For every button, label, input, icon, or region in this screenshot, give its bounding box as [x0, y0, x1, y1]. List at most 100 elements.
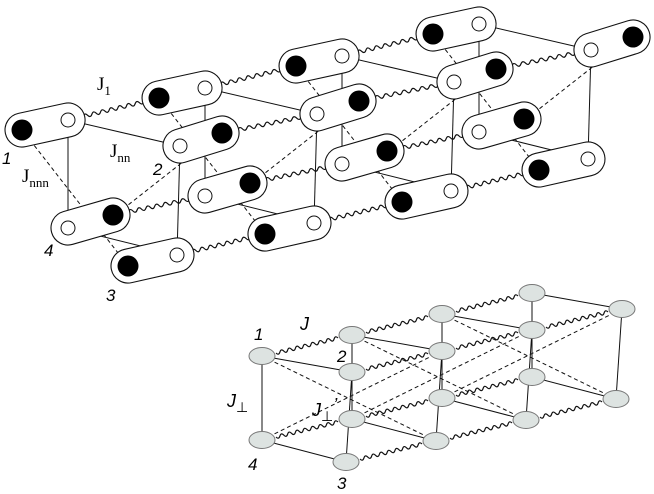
bottom-wavy-bonds	[275, 294, 609, 461]
dimer	[521, 141, 606, 188]
spin-site	[428, 389, 456, 407]
open-spin	[309, 106, 325, 122]
solid-bond	[441, 397, 527, 421]
filled-spin	[211, 122, 233, 144]
dimer-bond	[436, 51, 514, 100]
wavy-bond	[232, 114, 307, 133]
solid-bond	[531, 376, 617, 400]
filled-spin	[348, 90, 370, 112]
dashed-bond	[351, 334, 527, 421]
j1-label: J1	[97, 74, 111, 98]
open-spin	[334, 48, 350, 64]
dimer	[573, 19, 651, 68]
spin-site	[332, 453, 360, 471]
bottom-site-number-4: 4	[248, 455, 257, 474]
spin-site	[248, 347, 276, 365]
dimer	[384, 173, 469, 220]
spin-site	[248, 431, 276, 449]
top-dimer-lattice: J1 Jnn Jnnn 1 2 3 4	[2, 6, 651, 305]
dimer	[4, 102, 86, 148]
jperp-label: J⊥	[226, 391, 248, 415]
dimer	[278, 38, 360, 84]
dashed-bond	[261, 355, 437, 442]
wavy-bond	[455, 294, 519, 313]
wavy-bond	[187, 234, 255, 255]
dimer	[187, 165, 268, 214]
spin-site	[428, 342, 456, 360]
bottom-sites	[248, 284, 636, 471]
spin-site	[518, 368, 546, 386]
bottom-spin-lattice: J J⊥ J⊥’ 1 2 3 4	[226, 284, 636, 493]
open-spin	[60, 112, 76, 128]
top-wavy-bonds	[78, 34, 581, 255]
solid-bond	[261, 355, 353, 373]
spin-site	[518, 284, 546, 302]
filled-spin	[513, 108, 535, 130]
top-site-number-3: 3	[106, 286, 116, 305]
solid-bond	[67, 119, 181, 147]
spin-site	[422, 432, 450, 450]
top-dimers	[4, 6, 651, 284]
spin-site	[428, 305, 456, 323]
wavy-bond	[506, 50, 581, 69]
wavy-bond	[369, 82, 444, 101]
open-spin	[172, 138, 188, 154]
dimer	[299, 83, 377, 132]
filled-spin	[391, 191, 413, 213]
top-site-number-2: 2	[152, 160, 163, 179]
wavy-bond	[215, 66, 286, 88]
wavy-bond	[455, 378, 519, 397]
wavy-bond	[365, 352, 429, 371]
dimer	[461, 101, 542, 150]
wavy-bond	[260, 164, 332, 183]
wavy-bond	[78, 98, 149, 120]
bottom-site-number-1: 1	[254, 325, 263, 344]
dimer-bond	[299, 83, 377, 132]
filled-spin	[622, 26, 644, 48]
solid-bond	[351, 334, 443, 352]
solid-bond	[615, 308, 623, 400]
dimer	[415, 6, 497, 52]
spin-site	[608, 300, 636, 318]
solid-bond	[204, 87, 318, 115]
dimer-bond	[573, 19, 651, 68]
bottom-site-number-2: 2	[336, 347, 347, 366]
dashed-bond	[29, 139, 123, 259]
wavy-bond	[275, 420, 339, 439]
solid-bond	[341, 55, 455, 83]
filled-spin	[485, 58, 507, 80]
solid-bond	[351, 418, 437, 442]
solid-bond	[441, 313, 533, 331]
spin-site	[338, 410, 366, 428]
filled-spin	[148, 87, 170, 109]
wavy-bond	[352, 34, 423, 56]
dimer	[110, 237, 195, 284]
bottom-solid-bonds	[261, 292, 623, 463]
spin-site	[338, 326, 366, 344]
dimer-bond	[162, 115, 240, 164]
wavy-bond	[545, 310, 609, 329]
spin-site	[338, 363, 366, 381]
filled-spin	[239, 172, 261, 194]
open-spin	[580, 151, 596, 167]
filled-spin	[254, 223, 276, 245]
wavy-bond	[539, 400, 603, 419]
wavy-bond	[455, 331, 519, 350]
solid-bond	[531, 292, 623, 310]
dimer	[247, 205, 332, 252]
dimer	[50, 197, 131, 246]
dimer	[436, 51, 514, 100]
open-spin	[443, 183, 459, 199]
wavy-bond	[275, 336, 339, 355]
solid-bond	[261, 439, 347, 463]
jnnn-label: Jnnn	[22, 166, 49, 190]
filled-spin	[528, 159, 550, 181]
filled-spin	[422, 23, 444, 45]
open-spin	[471, 16, 487, 32]
solid-bond	[478, 23, 592, 51]
filled-spin	[11, 119, 33, 141]
j-label: J	[299, 314, 310, 334]
open-spin	[334, 156, 350, 172]
jnn-label: Jnn	[110, 141, 131, 165]
